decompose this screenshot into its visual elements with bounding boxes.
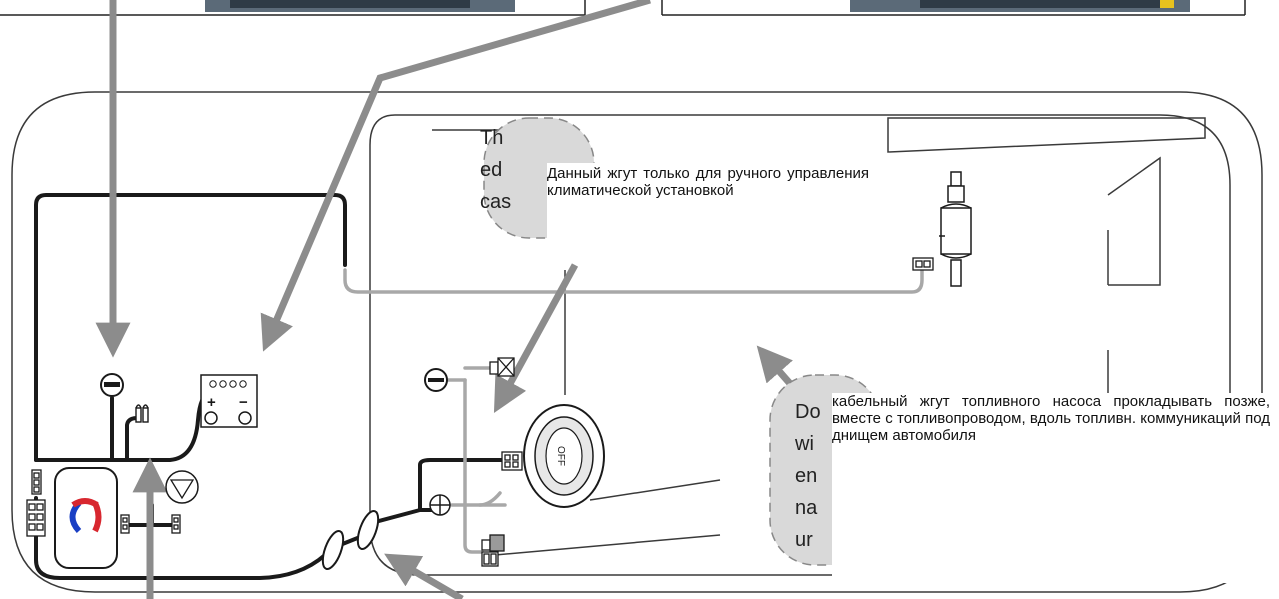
callout-fragment: na [795,497,818,519]
callout-fragment: en [795,465,818,487]
callout-fragment: ed [480,159,503,181]
arrows [95,0,803,599]
callout-fragment: Do [795,401,821,423]
switch-icon: OFF [523,404,605,508]
fuel-pump-note-text: кабельный жгут топливного насоса проклад… [832,393,1270,444]
switch-label: OFF [555,446,566,466]
junction-icon [429,494,451,516]
harness-note: Данный жгут только для ручного управлени… [547,163,869,257]
pump-icon [165,470,199,504]
top-photo-strip [0,0,1246,16]
callout-fragment: ur [795,529,813,551]
fuel-pump-icon [939,171,972,287]
connector-icon [26,469,181,537]
heater-icon [54,467,118,569]
callout-fragment: Th [480,127,504,149]
grommet-icon [321,510,380,570]
gray-harness [343,268,924,554]
ground-icon [100,368,448,397]
callout-fragment: cas [480,191,512,213]
battery-icon: + − [200,374,258,428]
fuel-pump-note: кабельный жгут топливного насоса проклад… [832,393,1270,583]
fuse-icon [135,404,149,423]
battery-minus: − [239,394,248,411]
battery-plus: + [207,394,216,411]
connector-icon [481,257,934,567]
callout-fragment: wi [795,433,814,455]
harness-note-text: Данный жгут только для ручного управлени… [547,165,869,199]
